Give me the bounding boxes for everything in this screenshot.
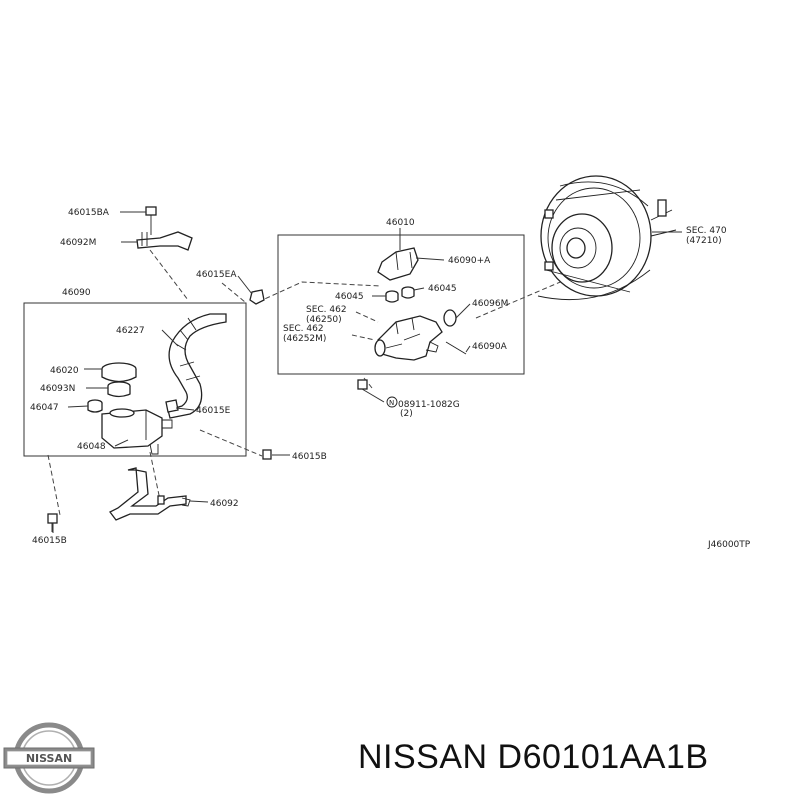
reservoir-tank-part xyxy=(101,408,173,455)
nissan-logo: NISSAN xyxy=(3,722,95,794)
master-cylinder-group-frame xyxy=(277,234,525,375)
label-46047: 46047 xyxy=(30,403,59,413)
label-46090a: 46090A xyxy=(472,342,508,352)
label-sec470-ref: (47210) xyxy=(686,236,722,246)
strainer-part xyxy=(107,381,131,398)
label-sec462-a-ref: (46250) xyxy=(306,315,342,325)
label-46015b-left: 46015B xyxy=(32,536,67,546)
part-number-caption: NISSAN D60101AA1B xyxy=(358,738,709,776)
reservoir-hose-part xyxy=(167,313,227,419)
label-46048: 46048 xyxy=(77,442,106,452)
label-46010: 46010 xyxy=(386,218,415,228)
mc-reservoir-part xyxy=(377,247,419,281)
pin-46090a-part xyxy=(445,341,467,355)
label-46015b-right: 46015B xyxy=(292,452,327,462)
seal-46047-part xyxy=(87,399,103,413)
logo-text: NISSAN xyxy=(26,752,72,765)
label-46045-left: 46045 xyxy=(335,292,364,302)
reservoir-cap-part xyxy=(101,362,137,383)
label-sec462-b: SEC. 462 xyxy=(283,324,324,334)
label-46227: 46227 xyxy=(116,326,145,336)
clip-46015e-part xyxy=(165,399,179,413)
label-46096m: 46096M xyxy=(472,299,508,309)
label-46093n: 46093N xyxy=(40,384,75,394)
leader-lines xyxy=(52,211,682,533)
label-46090: 46090 xyxy=(62,288,91,298)
part-labels: 46015BA 46092M 46015EA 46090 46227 46020… xyxy=(30,208,751,550)
master-cylinder-body xyxy=(374,315,443,361)
reservoir-group-frame xyxy=(23,302,247,457)
grommet-46045-right xyxy=(401,286,415,299)
clip-46015ea-part xyxy=(249,289,265,305)
grommet-46045-left xyxy=(385,290,399,303)
bolt-46015b-right xyxy=(262,449,272,460)
diagram-code: J46000TP xyxy=(707,540,751,550)
label-sec462-b-ref: (46252M) xyxy=(283,334,326,344)
upper-bracket-part xyxy=(136,206,193,251)
label-46092: 46092 xyxy=(210,499,239,509)
lower-bracket-part xyxy=(109,467,191,521)
label-46020: 46020 xyxy=(50,366,79,376)
assembly-dash-lines xyxy=(47,249,566,516)
o-ring-part xyxy=(443,309,457,327)
label-46090a-top: 46090+A xyxy=(448,256,491,266)
label-46045-right: 46045 xyxy=(428,284,457,294)
label-46015ea: 46015EA xyxy=(196,270,237,280)
label-sec462-a: SEC. 462 xyxy=(306,305,347,315)
label-sec470: SEC. 470 xyxy=(686,226,727,236)
label-bolt-mark: N xyxy=(389,399,394,407)
label-bolt-number: 08911-1082G xyxy=(398,400,460,410)
label-46015ba: 46015BA xyxy=(68,208,110,218)
label-46015e: 46015E xyxy=(196,406,231,416)
label-46092m: 46092M xyxy=(60,238,96,248)
brake-booster-part xyxy=(537,175,677,301)
label-bolt-qty: (2) xyxy=(400,409,413,419)
